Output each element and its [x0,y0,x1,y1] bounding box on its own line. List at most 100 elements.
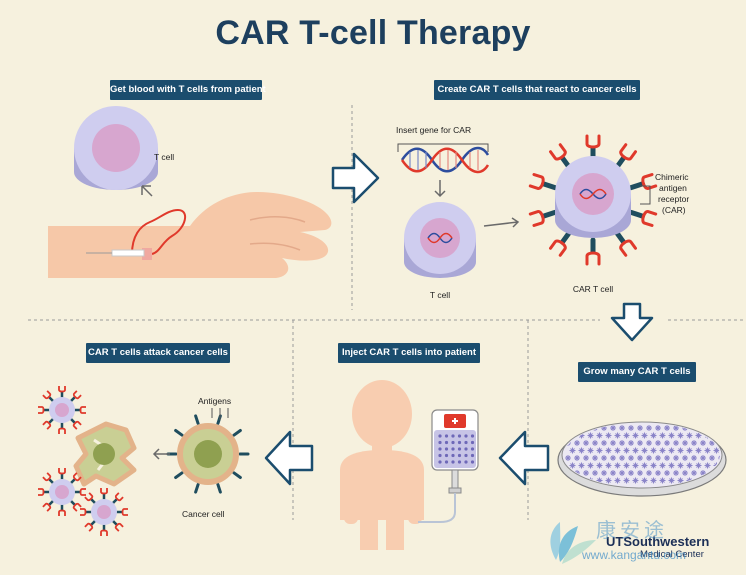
grown-car-tcell [677,477,684,484]
grown-car-tcell [650,462,657,469]
step5-label: CAR T cells attack cancer cells [86,343,230,363]
grown-car-tcell [691,440,697,446]
attacked-cancer-cell [73,421,137,487]
iv-cell-dot [470,434,475,438]
receptor-stem [614,229,627,245]
grown-car-tcell [650,477,657,484]
grown-car-tcell [614,477,621,484]
grown-car-tcell [605,462,612,469]
grown-car-tcell [592,440,598,446]
grown-car-tcell [637,425,643,431]
grown-car-tcell [601,440,607,446]
grown-car-tcell [713,447,720,454]
grown-car-tcell [709,455,715,461]
arrow-down-large-icon [610,302,654,342]
patient-silhouette [340,380,424,550]
grown-car-tcell [700,470,706,476]
grown-car-tcell [704,447,711,454]
iv-cell-dot [464,460,468,464]
iv-cell-dot [444,460,449,464]
iv-drip [451,469,459,489]
antigen-mark [194,482,200,494]
grown-car-tcell [695,432,702,439]
iv-cell-dot [451,447,455,451]
grown-car-tcell [650,432,657,439]
iv-cell-dot [464,447,468,451]
car-label-line4: (CAR) [662,205,686,215]
receptor-head [585,251,601,266]
gene-bracket [397,143,489,152]
grown-car-tcell [641,477,648,484]
grown-car-tcell [655,425,661,431]
grown-car-tcell [637,440,643,446]
receptor-head [585,134,601,149]
iv-cell-dot [457,440,462,445]
grown-car-tcell [632,432,639,439]
grown-car-tcell [596,447,603,454]
grown-car-tcell [709,425,715,431]
watermark-url: www.kangantu.com [582,548,687,562]
patient-arm [48,192,332,278]
finger-line [249,242,301,251]
grown-car-tcell [610,425,616,431]
grown-car-tcell [700,425,706,431]
tcell-top [74,106,158,190]
arrow-down-icon [434,180,446,198]
grown-car-tcell [668,462,675,469]
grown-car-tcell [578,447,585,454]
mini-car-tcell [38,386,86,434]
dna-strand [397,143,490,174]
grown-car-tcell [682,455,688,461]
patient-left-arm [344,470,358,524]
grown-car-tcell [664,455,670,461]
grown-car-tcell [623,462,630,469]
receptor-stem [541,209,558,219]
iv-bag-fluid [434,430,476,468]
grown-car-tcell [628,455,634,461]
grown-car-tcell [592,455,598,461]
receptor-head [549,239,567,257]
receptor-stem [628,209,645,219]
grown-car-tcell [646,425,652,431]
arrow-left-icon [498,430,550,486]
syringe-body [111,249,145,257]
grown-car-tcell [700,440,706,446]
grown-car-tcell [673,455,679,461]
grown-car-tcell [605,447,612,454]
tcell-label-top: T cell [154,152,175,162]
cancer-cell-nucleus [194,440,222,468]
grown-car-tcell [583,440,589,446]
section-dividers [28,105,746,520]
car-tcell [528,134,658,266]
grown-car-tcell [583,455,589,461]
grown-car-tcell [641,462,648,469]
grown-car-tcell [659,477,666,484]
iv-cell-dot [451,434,455,438]
car-label-line2: antigen [659,183,687,193]
logo-title: UTSouthwestern [606,534,710,549]
grown-car-tcell [646,455,652,461]
antigen-mark [194,414,200,426]
grown-car-tcell [668,432,675,439]
mini-car-tcells [38,386,128,536]
grown-car-tcell [668,477,675,484]
grown-car-tcell [686,447,693,454]
grown-car-tcell [686,462,693,469]
grown-car-tcell [601,425,607,431]
iv-cell-dot [438,460,442,464]
grown-car-tcell [592,470,598,476]
antigen-mark [232,471,242,480]
grown-car-tcell [664,470,670,476]
tube-clamp [142,248,152,260]
grown-car-tcell [605,477,612,484]
step1-label: Get blood with T cells from patient [110,80,266,100]
iv-cell-dot [470,460,475,464]
grown-car-tcell [587,432,594,439]
receptor-head [641,210,658,227]
antigens-label: Antigens [198,396,232,406]
iv-cell-dot [438,447,442,451]
receptor-head [549,143,567,161]
grown-car-tcell [578,462,585,469]
